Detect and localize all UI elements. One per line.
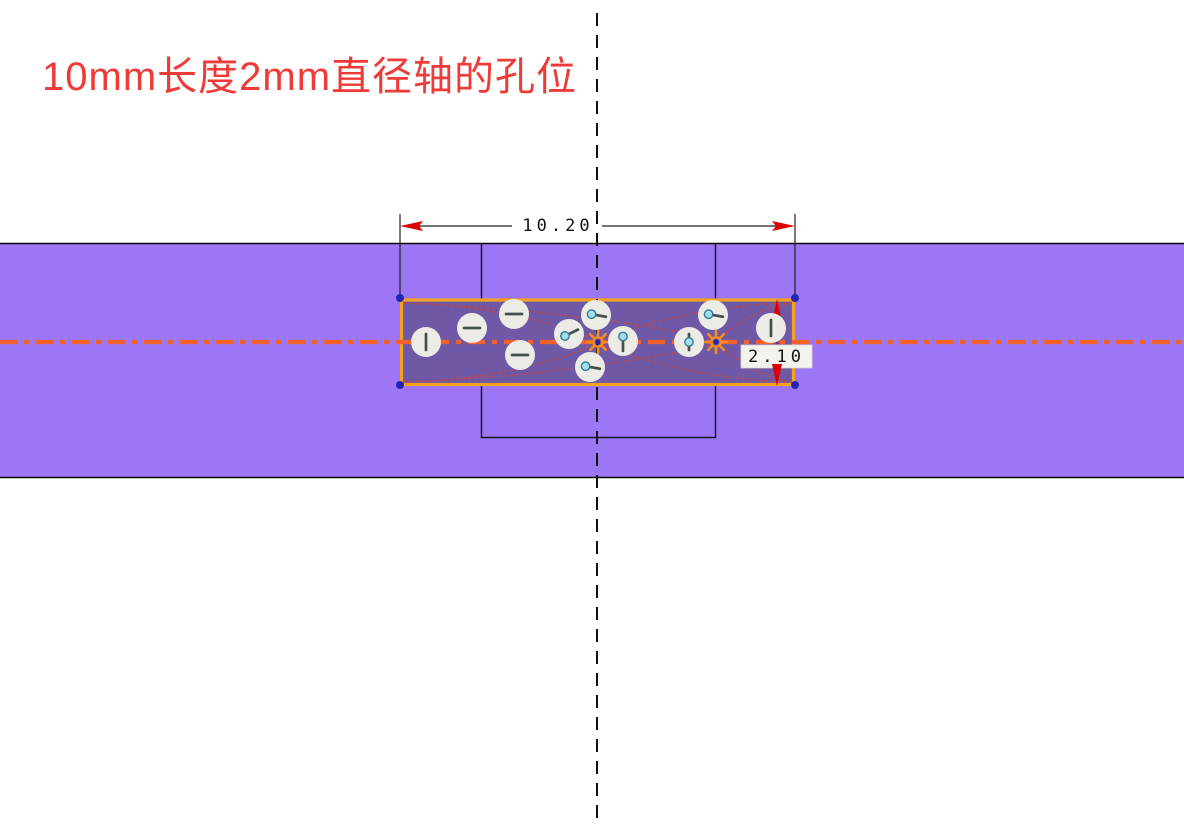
sketch-entities-layer (396, 294, 799, 389)
dimension-arrow-right (772, 221, 795, 231)
sketch-corner-point[interactable] (396, 294, 404, 302)
annotation-title[interactable]: 10mm长度2mm直径轴的孔位 (42, 55, 578, 99)
relation-badge-coincident[interactable] (698, 300, 728, 330)
dimension-length-value[interactable]: 10.20 (522, 216, 594, 236)
dimension-length (399, 214, 796, 295)
relation-badge-coincident[interactable] (581, 300, 611, 330)
sketch-point-star[interactable] (703, 329, 729, 355)
relation-badge-coincident[interactable] (575, 352, 605, 382)
dimension-arrow-down (772, 364, 782, 386)
relation-badge-coincident[interactable] (608, 326, 638, 356)
relation-badge-horizontal[interactable] (457, 313, 487, 343)
relation-badge-vertical[interactable] (756, 313, 786, 343)
sketch-corner-point[interactable] (791, 381, 799, 389)
sketch-point-star[interactable] (585, 329, 611, 355)
sketch-corner-point[interactable] (396, 381, 404, 389)
relation-badge-horizontal[interactable] (499, 299, 529, 329)
dimension-arrow-left (400, 221, 423, 231)
relation-badge-horizontal[interactable] (505, 340, 535, 370)
dimension-height-value[interactable]: 2.10 (748, 347, 805, 367)
sketch-corner-point[interactable] (791, 294, 799, 302)
relation-badge-midpoint[interactable] (674, 327, 704, 357)
relation-badge-coincident[interactable] (554, 319, 584, 349)
relation-badge-vertical[interactable] (411, 327, 441, 357)
